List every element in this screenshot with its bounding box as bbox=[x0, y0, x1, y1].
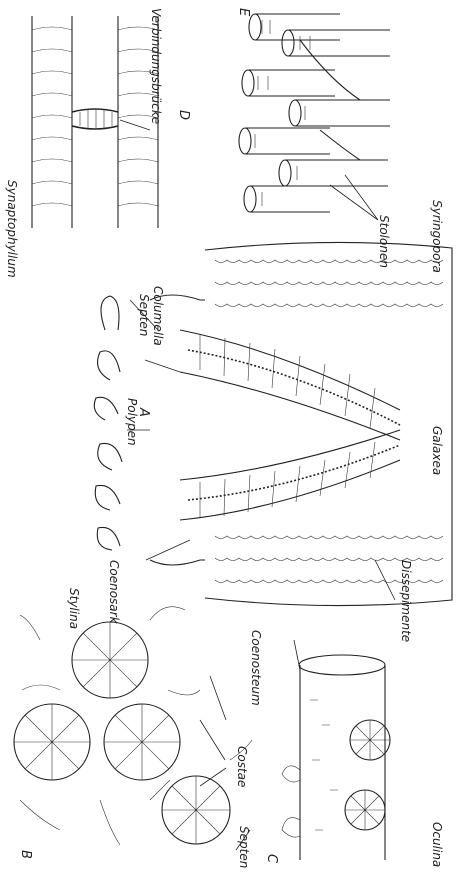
verbindungsbruecke-label: Verbindungsbrücke bbox=[149, 8, 163, 124]
panel-d-drawing bbox=[32, 16, 158, 228]
syringopora-label: Syringopora bbox=[430, 200, 444, 273]
columella-label: Columella bbox=[151, 286, 165, 346]
panel-c-drawing bbox=[282, 640, 390, 860]
panel-c-letter: C bbox=[264, 854, 279, 864]
panel-d-letter: D bbox=[176, 110, 191, 120]
coenosark-label: Coenosark bbox=[107, 560, 121, 625]
polypen-label: Polypen bbox=[125, 398, 139, 446]
panel-b-letter: B bbox=[18, 850, 33, 859]
stolonen-label: Stolonen bbox=[377, 215, 391, 268]
stylina-label: Stylina bbox=[67, 588, 81, 629]
synaptophyllum-label: Synaptophyllum bbox=[5, 180, 19, 278]
panel-b-drawing bbox=[14, 607, 252, 850]
panel-e-letter: E bbox=[236, 8, 251, 17]
septen-label-a: Septen bbox=[137, 294, 151, 336]
dissepimente-label: Dissepimente bbox=[399, 560, 413, 642]
panel-e-drawing bbox=[239, 14, 390, 220]
oculina-label: Oculina bbox=[430, 822, 444, 867]
coenosteum-label: Coenosteum bbox=[249, 630, 263, 706]
galaxea-label: Galaxea bbox=[430, 426, 444, 475]
septen-label-b: Septen bbox=[237, 826, 251, 868]
costae-label: Costae bbox=[235, 746, 249, 787]
